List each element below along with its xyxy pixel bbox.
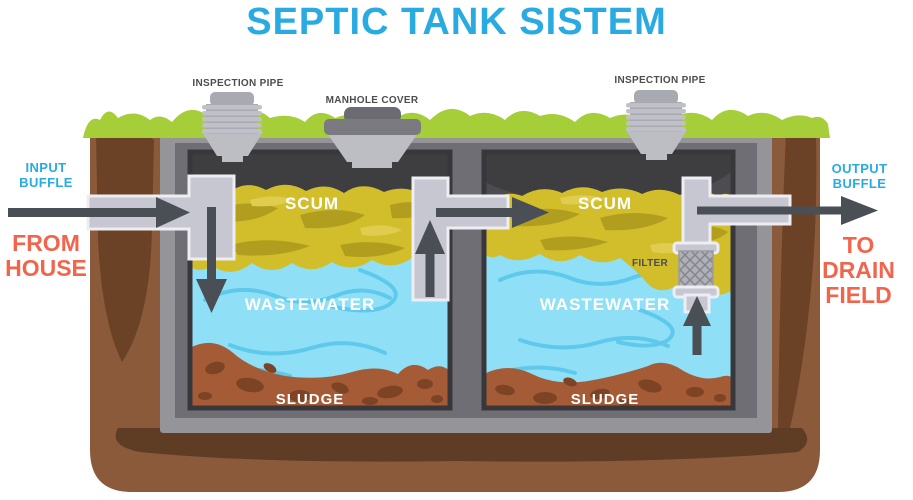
output-flow-arrow: [697, 196, 878, 225]
grass: [83, 108, 830, 138]
inspection-pipe-right-graphic: [626, 90, 686, 132]
manhole-cover-label: MANHOLE COVER: [325, 95, 419, 106]
access-funnels: [202, 130, 687, 168]
from-house-label: FROM HOUSE: [5, 230, 87, 281]
wastewater-label-tank1: WASTEWATER: [244, 295, 376, 314]
filter-graphic: [672, 241, 720, 314]
to-drain-field-label: TO DRAIN FIELD: [822, 232, 895, 308]
scum-label-tank1: SCUM: [284, 194, 340, 213]
wastewater-label-tank2: WASTEWATER: [539, 295, 671, 314]
page-title: SEPTIC TANK SISTEM: [246, 1, 667, 43]
flow-arrows: [8, 196, 878, 355]
transfer-flow-arrow: [436, 197, 549, 228]
chamber-1-border: [187, 149, 453, 411]
filter-mesh: [678, 250, 714, 290]
inspection-pipe-left-label: INSPECTION PIPE: [192, 78, 284, 89]
input-buffle-label: INPUT BUFFLE: [19, 160, 73, 190]
filter-flow-arrow: [683, 296, 711, 355]
manhole-cover-graphic: [324, 107, 421, 135]
input-flow-arrow: [8, 197, 190, 228]
chamber-2-border: [481, 149, 736, 411]
up-flow-arrow: [415, 220, 445, 297]
down-flow-arrow: [196, 207, 227, 313]
scum-label-tank2: SCUM: [577, 194, 633, 213]
output-buffle-label: OUTPUT BUFFLE: [831, 161, 888, 191]
sludge-label-tank2: SLUDGE: [570, 391, 640, 408]
inspection-pipe-left-graphic: [202, 92, 262, 134]
inspection-pipe-right-label: INSPECTION PIPE: [614, 75, 706, 86]
sludge-label-tank1: SLUDGE: [275, 391, 345, 408]
filter-label: FILTER: [631, 258, 668, 269]
